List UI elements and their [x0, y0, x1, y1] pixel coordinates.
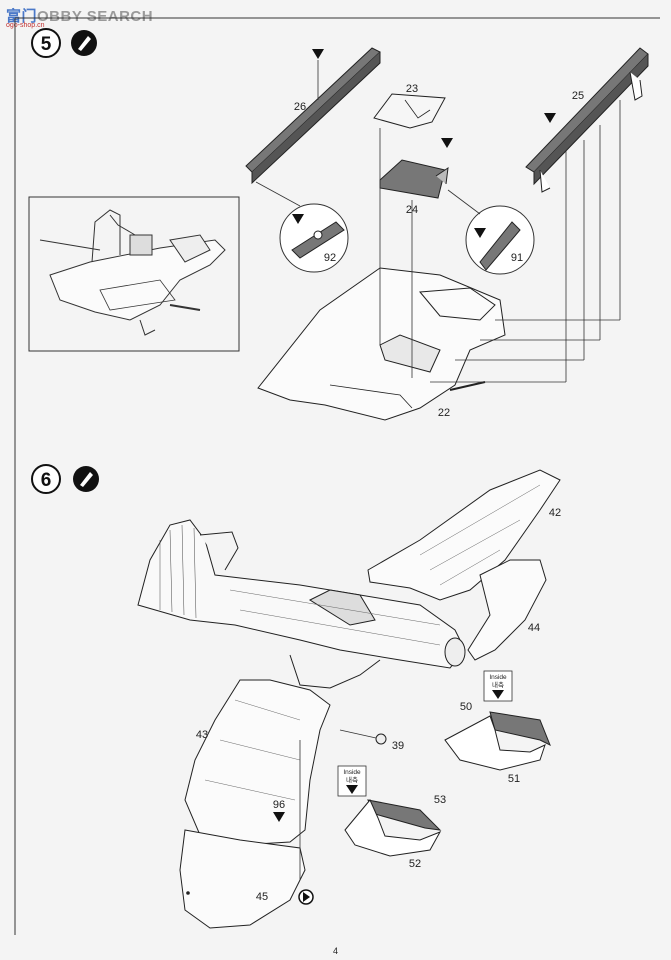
- svg-text:내측: 내측: [492, 680, 504, 689]
- part-label-44: 44: [528, 622, 540, 634]
- part-label-26: 26: [294, 101, 306, 113]
- part-label-53: 53: [434, 794, 446, 806]
- part-label-91: 91: [511, 252, 523, 264]
- paint-marker: [273, 812, 285, 822]
- part-label-39: 39: [392, 740, 404, 752]
- part-label-50: 50: [460, 701, 472, 713]
- svg-text:Inside: Inside: [343, 769, 361, 776]
- paint-marker: [544, 113, 556, 123]
- part-23: [373, 93, 446, 129]
- fuselage: [137, 519, 466, 689]
- svg-text:내측: 내측: [346, 775, 358, 784]
- paint-marker: [441, 138, 453, 148]
- leader-lines: [379, 100, 621, 383]
- part-label-96: 96: [273, 799, 285, 811]
- part-label-45: 45: [256, 891, 268, 903]
- part-label-25: 25: [572, 90, 584, 102]
- glue-icon: [71, 30, 97, 56]
- part-92-callout: [279, 203, 349, 273]
- wing-43: [184, 679, 331, 846]
- part-25-rail: [525, 47, 649, 193]
- watermark-url: ogo-shop.cn: [6, 22, 45, 29]
- svg-text:Inside: Inside: [489, 674, 507, 681]
- part-label-42: 42: [549, 507, 561, 519]
- part-24: [379, 159, 449, 199]
- part-labels: 26 23 25 24 92 91 22 42 44 43 39 50 51 5…: [196, 83, 584, 903]
- part-label-22: 22: [438, 407, 450, 419]
- part-39: [339, 729, 387, 745]
- part-26-rail: [245, 47, 381, 185]
- parts-50-51: [444, 711, 551, 771]
- inside-label-upper: Inside 내측: [483, 670, 513, 702]
- page-number: 4: [332, 946, 338, 956]
- svg-text:6: 6: [41, 470, 52, 491]
- part-44: [467, 559, 547, 661]
- direction-marker: [298, 889, 314, 905]
- step-6-badge: 6: [31, 464, 61, 494]
- part-22-floor: [257, 267, 506, 421]
- part-label-43: 43: [196, 729, 208, 741]
- part-label-23: 23: [406, 83, 418, 95]
- glue-icon: [73, 466, 99, 492]
- part-label-92: 92: [324, 252, 336, 264]
- inside-label-lower: Inside 내측: [337, 765, 367, 797]
- part-45: [179, 829, 306, 929]
- paint-marker: [312, 49, 324, 59]
- wing-42: [367, 469, 561, 601]
- part-label-52: 52: [409, 858, 421, 870]
- watermark-logo: 富门OBBY SEARCH: [6, 8, 154, 25]
- svg-text:5: 5: [41, 34, 52, 55]
- step-5-badge: 5: [31, 28, 61, 58]
- step-5-detail-inset: [28, 196, 240, 352]
- part-label-51: 51: [508, 773, 520, 785]
- part-label-24: 24: [406, 204, 418, 216]
- parts-52-53: [344, 799, 442, 857]
- part-91-callout: [465, 205, 535, 275]
